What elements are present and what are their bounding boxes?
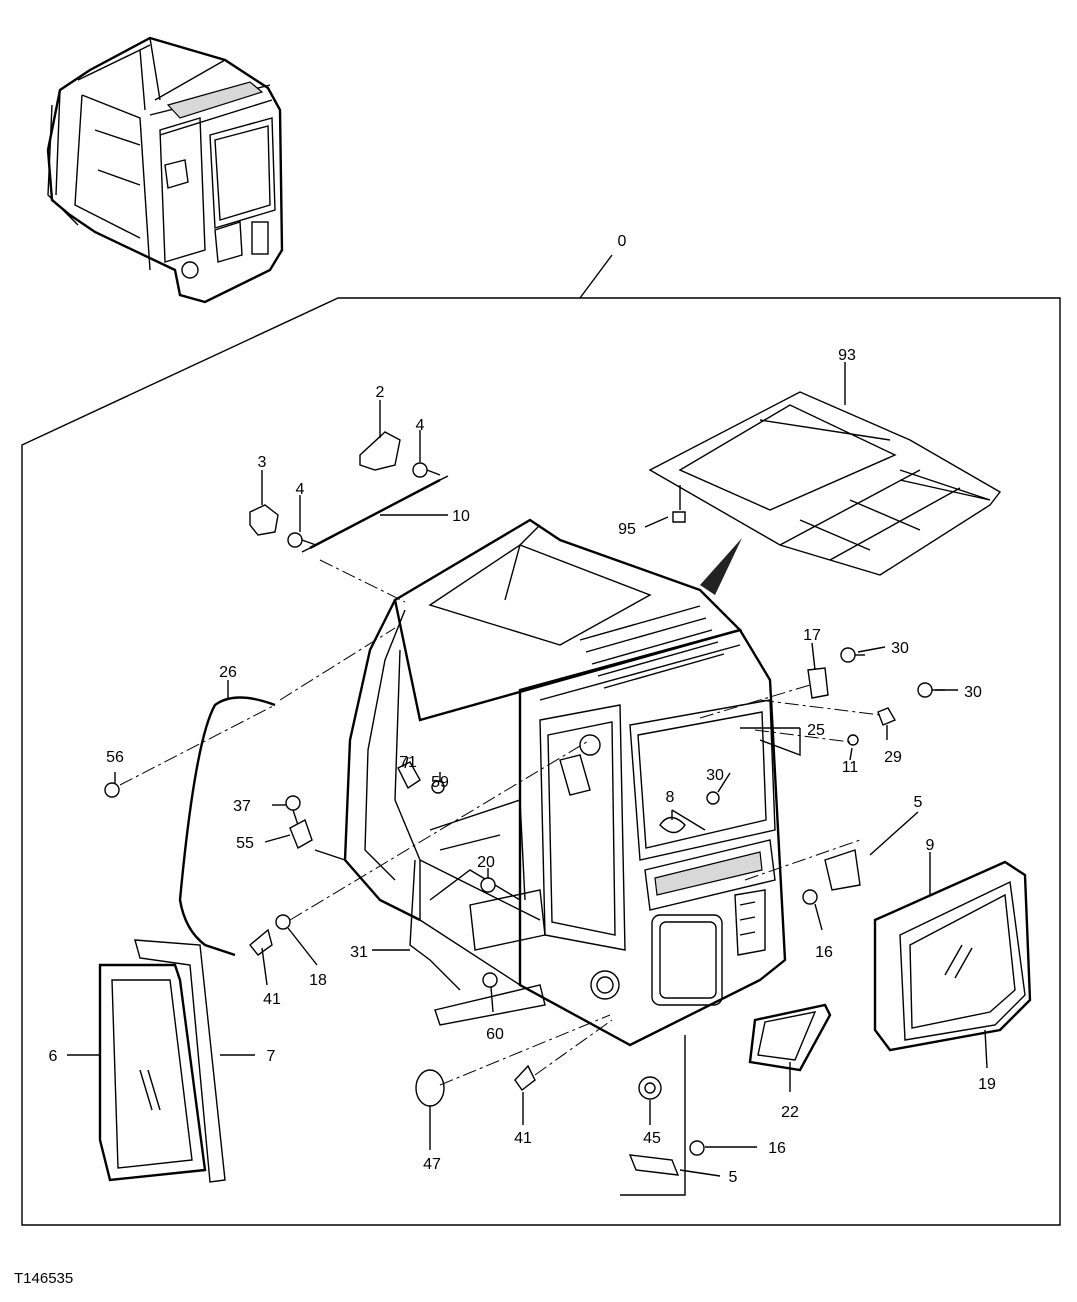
callout-71: 71 [399, 754, 417, 771]
callout-30b: 30 [964, 684, 982, 701]
callout-4a: 4 [416, 417, 425, 434]
callout-11: 11 [842, 759, 859, 776]
callout-93: 93 [838, 347, 856, 364]
figure-id: T146535 [14, 1270, 73, 1287]
callout-2: 2 [376, 384, 385, 401]
callout-10: 10 [452, 508, 470, 525]
callout-60: 60 [486, 1026, 504, 1043]
callout-19: 19 [978, 1076, 996, 1093]
side-glass-right [873, 860, 1032, 1052]
roof-panel [648, 391, 1002, 595]
callout-8: 8 [666, 789, 675, 806]
callout-22: 22 [781, 1104, 799, 1121]
callout-18: 18 [309, 972, 327, 989]
roof-vents [579, 605, 725, 689]
callout-41b: 41 [514, 1130, 532, 1147]
small-parts [104, 431, 945, 1176]
callout-55: 55 [236, 835, 254, 852]
callout-25: 25 [807, 722, 825, 739]
callout-95: 95 [618, 521, 636, 538]
callout-59: 59 [431, 774, 449, 791]
callout-16a: 16 [815, 944, 833, 961]
callout-9: 9 [926, 837, 935, 854]
assembled-cab-thumbnail [46, 36, 284, 304]
callout-37: 37 [233, 798, 251, 815]
callout-5b: 5 [729, 1169, 738, 1186]
assembly-lines [119, 559, 881, 1196]
callout-17: 17 [803, 627, 821, 644]
callout-47: 47 [423, 1156, 441, 1173]
rear-window-seal [748, 1003, 832, 1072]
callout-29: 29 [884, 749, 902, 766]
callout-3: 3 [258, 454, 267, 471]
cab-frame [343, 518, 787, 1047]
side-glass-left [98, 939, 226, 1183]
callout-20: 20 [477, 854, 495, 871]
callout-5a: 5 [914, 794, 923, 811]
callout-4b: 4 [296, 481, 305, 498]
callout-45: 45 [643, 1130, 661, 1147]
leader-lines [67, 362, 988, 1177]
callout-30a: 30 [891, 640, 909, 657]
callout-30c: 30 [706, 767, 724, 784]
callout-56: 56 [106, 749, 124, 766]
callout-16b: 16 [768, 1140, 786, 1157]
callout-31: 31 [350, 944, 368, 961]
callout-26: 26 [219, 664, 237, 681]
callout-0: 0 [618, 233, 627, 250]
callout-7: 7 [267, 1048, 276, 1065]
callout-41a: 41 [263, 991, 281, 1008]
callout-labels: 0 93 2 4 3 4 10 95 17 30 30 25 29 26 56 … [49, 233, 996, 1186]
exploded-view-frame [21, 254, 1061, 1226]
callout-6: 6 [49, 1048, 58, 1065]
